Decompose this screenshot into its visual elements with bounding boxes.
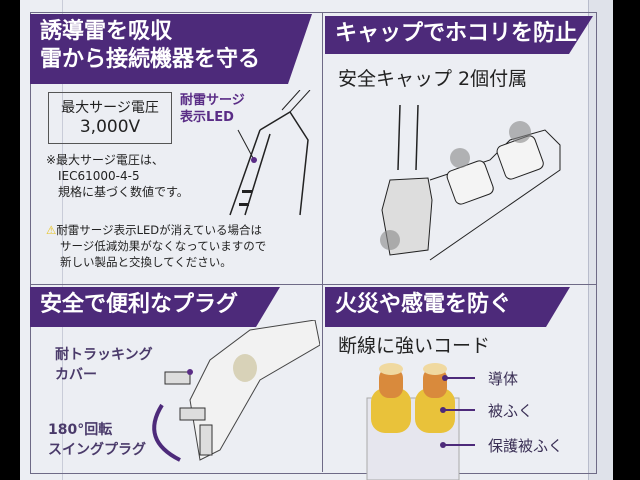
warning-line1: 耐雷サージ表示LEDが消えている場合は (56, 223, 263, 237)
divider-horizontal (30, 284, 596, 285)
led-label-line1: 耐雷サージ (180, 93, 245, 108)
rotation-arrow-icon (152, 403, 181, 462)
cover-line2: カバー (55, 367, 97, 383)
package-edge (588, 0, 613, 480)
cord-title: 火災や感電を防ぐ (335, 292, 512, 317)
swing-plug-label: 180°回転 スイングプラグ (48, 420, 146, 460)
divider-vertical (322, 12, 323, 472)
swing-line2: スイングプラグ (48, 442, 146, 458)
cap-title: キャップでホコリを防止 (335, 21, 578, 46)
cap-title-banner: キャップでホコリを防止 (325, 16, 593, 54)
safety-cap-illustration (380, 104, 561, 261)
max-surge-box: 最大サージ電圧 3,000V (48, 92, 172, 144)
cover-line1: 耐トラッキング (55, 347, 153, 363)
surge-title-line1: 誘導雷を吸収 (40, 19, 173, 44)
label-protective-sheath: 保護被ふく (488, 437, 564, 455)
warning-line2: サージ低減効果がなくなっていますので (60, 239, 267, 253)
label-insulation: 被ふく (488, 402, 534, 420)
warning-note: ⚠耐雷サージ表示LEDが消えている場合は サージ低減効果がなくなっていますので … (46, 222, 266, 270)
swing-line1: 180°回転 (48, 422, 113, 438)
swing-plug-illustration (152, 320, 320, 462)
note-line3: 規格に基づく数値です。 (58, 185, 189, 199)
cord-subtitle: 断線に強いコード (338, 335, 491, 357)
tracking-cover-label: 耐トラッキング カバー (55, 345, 153, 385)
note-line2: IEC61000-4-5 (58, 169, 140, 183)
label-conductor: 導体 (488, 370, 519, 388)
cap-subtitle: 安全キャップ 2個付属 (338, 68, 528, 90)
surge-note: ※最大サージ電圧は、 IEC61000-4-5 規格に基づく数値です。 (46, 152, 189, 200)
note-line1: ※最大サージ電圧は、 (46, 153, 164, 167)
warning-line3: 新しい製品と交換してください。 (60, 255, 232, 269)
cord-title-banner: 火災や感電を防ぐ (325, 287, 570, 327)
max-surge-value: 3,000V (79, 117, 141, 137)
fold-line (62, 0, 63, 480)
led-label: 耐雷サージ 表示LED (180, 92, 245, 126)
feature-grid (30, 12, 597, 474)
cord-cross-section-illustration (366, 363, 475, 480)
power-strip-led-illustration (229, 90, 311, 216)
warning-icon: ⚠ (46, 223, 57, 237)
surge-title-line2: 雷から接続機器を守る (40, 47, 261, 72)
plug-title: 安全で便利なプラグ (40, 292, 239, 317)
led-label-line2: 表示LED (180, 110, 234, 125)
surge-title-banner: 誘導雷を吸収 雷から接続機器を守る (30, 14, 312, 84)
max-surge-label: 最大サージ電圧 (61, 100, 159, 116)
plug-title-banner: 安全で便利なプラグ (30, 287, 280, 327)
